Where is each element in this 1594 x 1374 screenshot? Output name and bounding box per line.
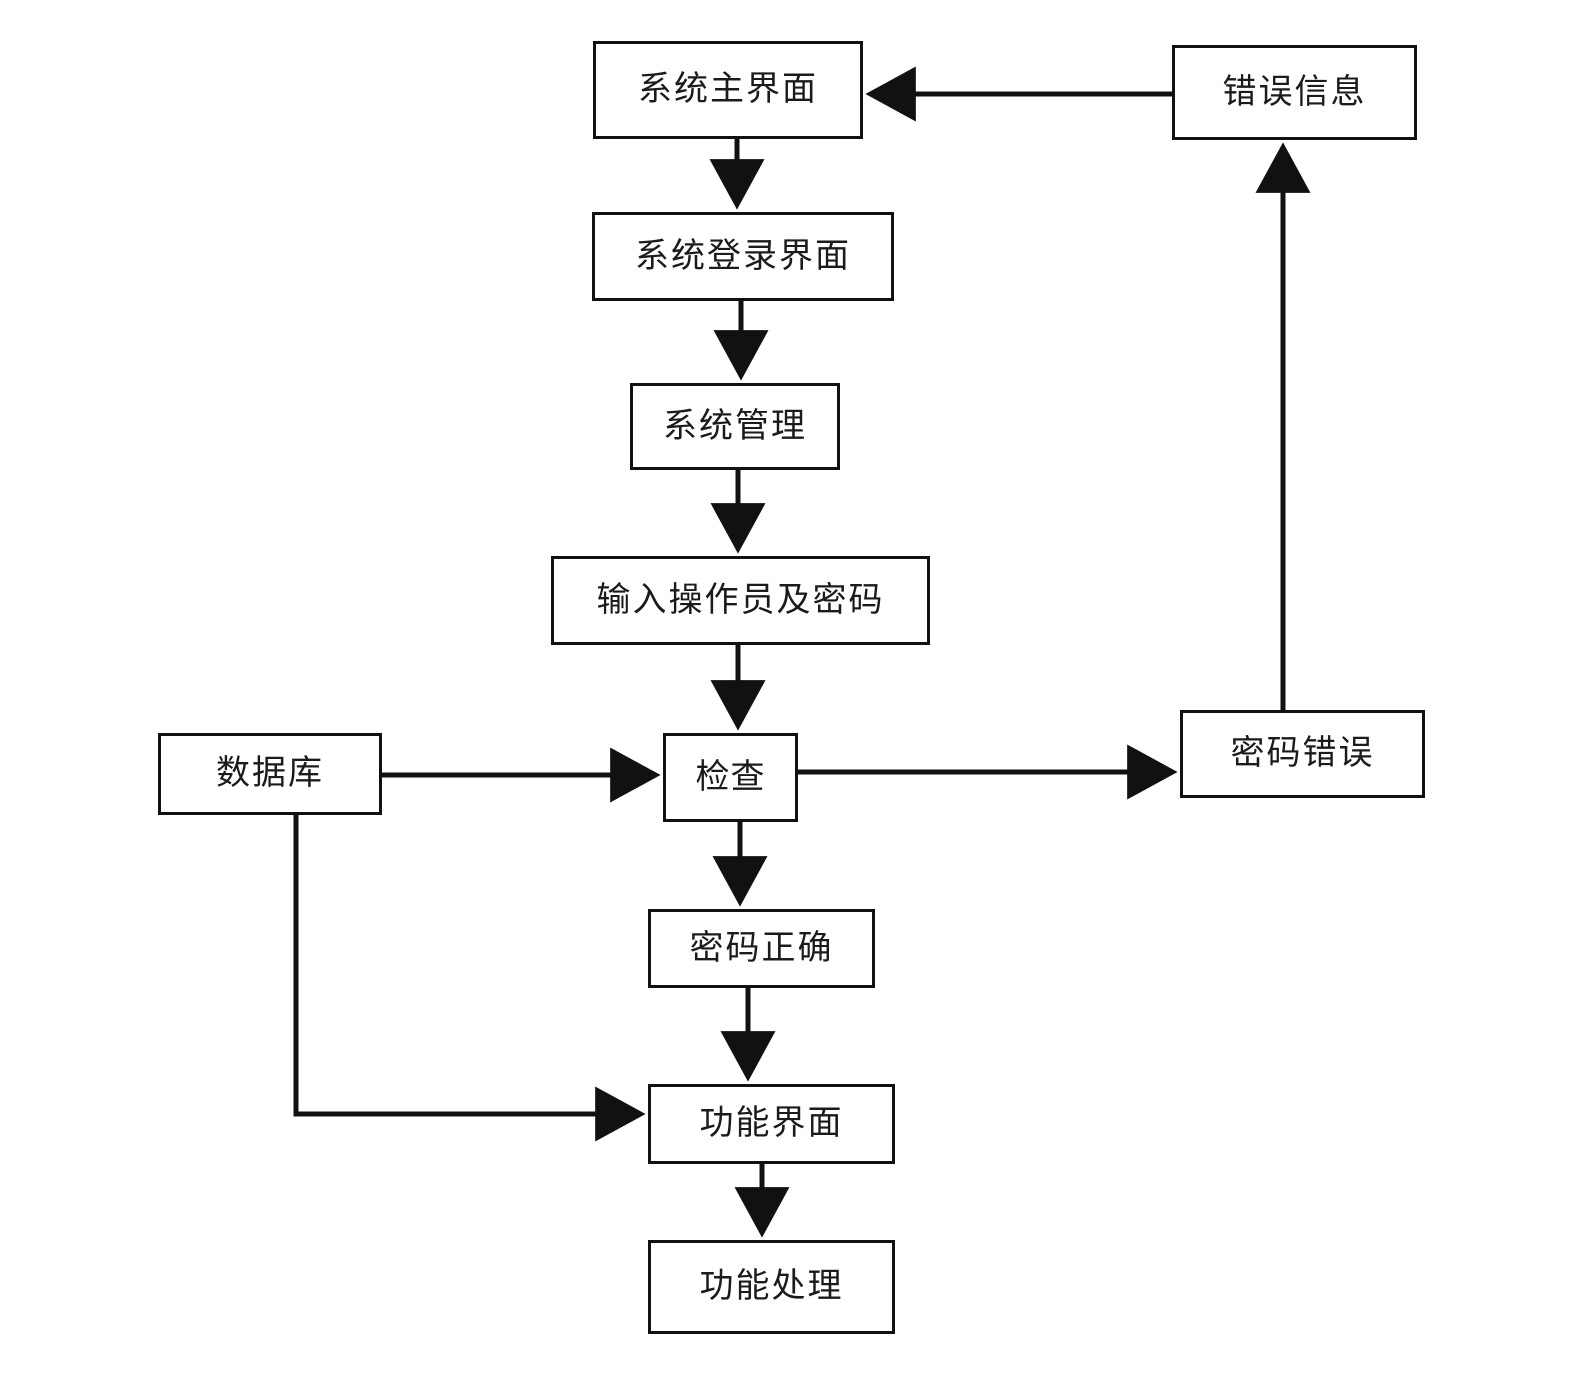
node-function-processing[interactable]: 功能处理 [648,1240,895,1334]
edge-database-to-funcui [293,815,646,1142]
node-system-login-interface[interactable]: 系统登录界面 [592,212,894,301]
node-label: 系统主界面 [638,71,818,109]
node-enter-operator-and-password[interactable]: 输入操作员及密码 [551,556,930,645]
node-label: 密码错误 [1230,735,1375,773]
node-system-management[interactable]: 系统管理 [630,383,840,470]
node-password-correct[interactable]: 密码正确 [648,909,875,988]
node-label: 错误信息 [1222,73,1367,111]
node-label: 数据库 [216,755,324,793]
node-label: 输入操作员及密码 [596,581,885,619]
node-password-wrong[interactable]: 密码错误 [1180,710,1425,798]
node-error-message[interactable]: 错误信息 [1172,45,1417,140]
node-label: 系统登录界面 [635,237,851,275]
node-label: 密码正确 [689,929,834,967]
node-label: 检查 [695,758,766,796]
node-database[interactable]: 数据库 [158,733,382,815]
node-function-interface[interactable]: 功能界面 [648,1084,895,1164]
node-label: 系统管理 [663,407,807,445]
node-label: 功能界面 [699,1105,844,1143]
node-check[interactable]: 检查 [663,733,798,822]
node-label: 功能处理 [699,1268,844,1306]
node-system-main-interface[interactable]: 系统主界面 [593,41,863,139]
